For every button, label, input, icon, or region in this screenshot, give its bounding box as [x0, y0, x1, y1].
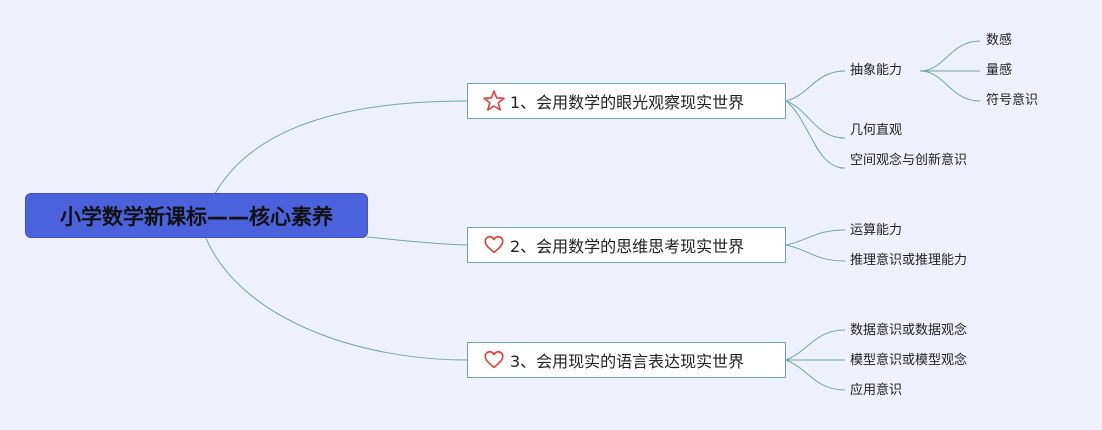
- leaf-data-awareness[interactable]: 数据意识或数据观念: [850, 323, 968, 338]
- star-icon: [482, 89, 506, 113]
- leaf-model-awareness[interactable]: 模型意识或模型观念: [850, 353, 968, 368]
- connector-b1-space: [785, 100, 846, 169]
- connector-b1-geometry: [785, 100, 846, 139]
- connector-b3-shuju: [785, 329, 846, 361]
- connector-b2-tuili: [785, 244, 846, 262]
- leaf-quantity-sense[interactable]: 量感: [986, 63, 1013, 78]
- branch-topic-3-label: 3、会用现实的语言表达现实世界: [510, 352, 745, 371]
- leaf-reasoning[interactable]: 推理意识或推理能力: [850, 253, 968, 268]
- branch-topic-1[interactable]: 1、会用数学的眼光观察现实世界: [467, 83, 786, 119]
- branch-topic-2-label: 2、会用数学的思维思考现实世界: [510, 237, 745, 256]
- leaf-spatial-concept[interactable]: 空间观念与创新意识: [850, 153, 968, 168]
- connector-b2-yunsuan: [785, 229, 846, 246]
- leaf-application-awareness[interactable]: 应用意识: [850, 383, 903, 398]
- root-topic[interactable]: 小学数学新课标——核心素养: [25, 193, 368, 238]
- branch-topic-3[interactable]: 3、会用现实的语言表达现实世界: [467, 342, 786, 378]
- branch-topic-1-label: 1、会用数学的眼光观察现实世界: [510, 93, 745, 112]
- leaf-abstract-ability[interactable]: 抽象能力: [850, 63, 903, 78]
- connector-abstract-fuhao: [919, 70, 981, 102]
- heart-icon: [482, 348, 506, 372]
- leaf-operation-ability[interactable]: 运算能力: [850, 223, 903, 238]
- connector-root-branch-1: [204, 100, 468, 216]
- leaf-number-sense[interactable]: 数感: [986, 33, 1013, 48]
- connector-root-branch-2: [366, 236, 468, 246]
- connector-b1-abstract: [785, 70, 846, 102]
- root-topic-label: 小学数学新课标——核心素养: [60, 204, 333, 229]
- leaf-geometric-intuition[interactable]: 几何直观: [850, 123, 903, 138]
- connector-root-branch-3: [204, 235, 468, 361]
- heart-icon: [482, 233, 506, 257]
- connector-b3-yingyong: [785, 359, 846, 391]
- leaf-symbol-awareness[interactable]: 符号意识: [986, 93, 1039, 108]
- connector-abstract-shugan: [919, 40, 981, 72]
- branch-topic-2[interactable]: 2、会用数学的思维思考现实世界: [467, 227, 786, 263]
